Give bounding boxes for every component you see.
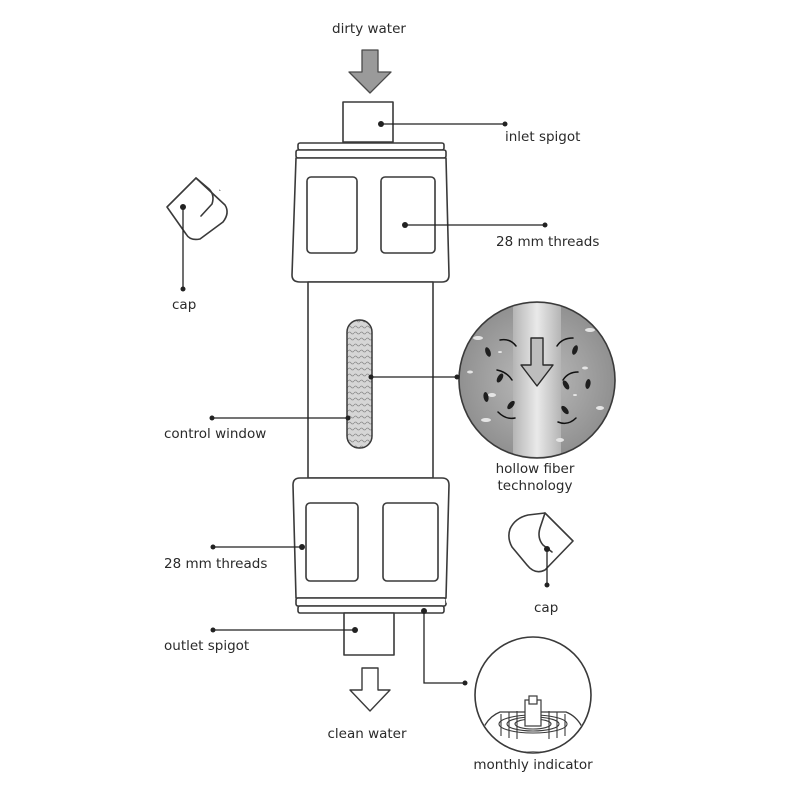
main-tube [307,281,434,479]
label-cap-right: cap [534,600,558,616]
monthly-indicator [474,636,592,754]
label-monthly-indicator: monthly indicator [473,757,593,773]
clean-water-arrow-icon [349,667,391,712]
inlet-spigot [342,101,394,143]
dirty-water-arrow-icon [348,49,392,94]
label-outlet-spigot: outlet spigot [164,638,249,654]
label-hollow-fiber-2: technology [498,478,573,494]
label-control-window: control window [164,426,266,442]
label-inlet-spigot: inlet spigot [505,129,580,145]
outlet-spigot [343,612,395,656]
left-cap [166,177,228,241]
label-28mm-threads-top: 28 mm threads [496,234,599,250]
leader-lines [180,121,550,686]
top-cap-hose [219,151,301,191]
top-housing [291,142,450,283]
label-28mm-threads-bottom: 28 mm threads [164,556,267,572]
label-clean-water: clean water [327,726,407,742]
label-dirty-water: dirty water [332,21,406,37]
hollow-fiber-magnifier [458,301,616,459]
control-window [346,319,373,449]
bottom-housing [292,477,450,614]
label-hollow-fiber-1: hollow fiber [496,461,575,477]
bottom-cap-hose [445,557,526,602]
right-cap [508,512,574,573]
label-cap-left: cap [172,297,196,313]
